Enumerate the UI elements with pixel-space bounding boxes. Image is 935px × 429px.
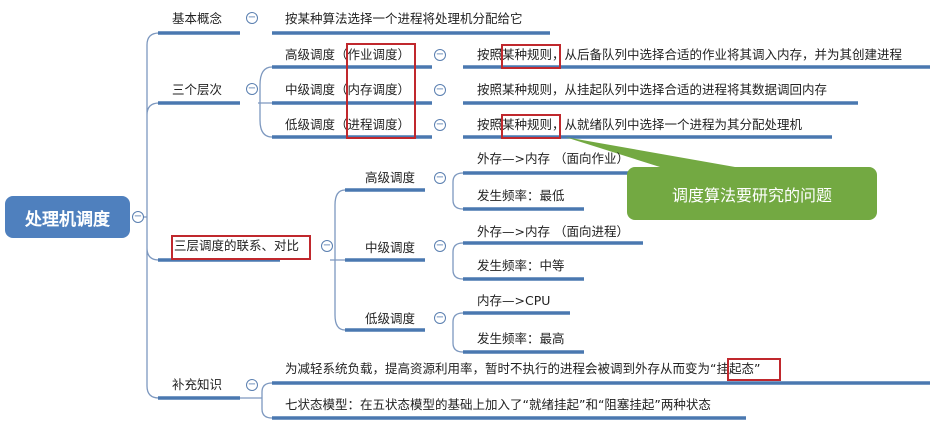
highlight-box bbox=[171, 235, 311, 260]
compare-high-b[interactable]: 发生频率：最低 bbox=[477, 188, 565, 203]
node-basic-desc[interactable]: 按某种算法选择一个进程将处理机分配给它 bbox=[285, 11, 523, 26]
node-extra[interactable]: 补充知识 bbox=[172, 377, 223, 392]
collapse-icon[interactable]: − bbox=[434, 172, 446, 184]
collapse-icon[interactable]: − bbox=[246, 12, 258, 24]
collapse-icon[interactable]: − bbox=[246, 83, 258, 95]
node-compare[interactable]: 三层调度的联系、对比 bbox=[174, 238, 300, 253]
collapse-icon[interactable]: − bbox=[246, 379, 258, 391]
node-basic[interactable]: 基本概念 bbox=[172, 11, 223, 26]
extra-item-1[interactable]: 为减轻系统负载，提高资源利用率，暂时不执行的进程会被调到外存从而变为“挂起态” bbox=[285, 361, 761, 376]
callout-note: 调度算法要研究的问题 bbox=[627, 167, 877, 220]
collapse-icon[interactable]: − bbox=[434, 84, 446, 96]
node-levels[interactable]: 三个层次 bbox=[172, 82, 223, 97]
highlight-box bbox=[727, 358, 781, 381]
collapse-icon[interactable]: − bbox=[321, 240, 333, 252]
root-node[interactable]: 处理机调度 bbox=[5, 196, 130, 238]
highlight-box bbox=[501, 114, 561, 139]
compare-low-a[interactable]: 内存—>CPU bbox=[477, 293, 551, 308]
node-mid-level-desc[interactable]: 按照某种规则，从挂起队列中选择合适的进程将其数据调回内存 bbox=[477, 82, 828, 97]
node-compare-mid[interactable]: 中级调度 bbox=[365, 240, 416, 255]
collapse-icon[interactable]: − bbox=[132, 211, 144, 223]
node-low-level-desc[interactable]: 按照某种规则，从就绪队列中选择一个进程为其分配处理机 bbox=[477, 117, 803, 132]
collapse-icon[interactable]: − bbox=[434, 119, 446, 131]
callout-pointer bbox=[565, 137, 735, 167]
collapse-icon[interactable]: − bbox=[434, 312, 446, 324]
node-compare-low[interactable]: 低级调度 bbox=[365, 311, 416, 326]
node-high-level-desc[interactable]: 按照某种规则，从后备队列中选择合适的作业将其调入内存，并为其创建进程 bbox=[477, 47, 903, 62]
node-compare-high[interactable]: 高级调度 bbox=[365, 170, 416, 185]
highlight-box bbox=[501, 44, 561, 69]
compare-low-b[interactable]: 发生频率：最高 bbox=[477, 331, 565, 346]
compare-mid-b[interactable]: 发生频率：中等 bbox=[477, 258, 565, 273]
collapse-icon[interactable]: − bbox=[434, 49, 446, 61]
extra-item-2[interactable]: 七状态模型：在五状态模型的基础上加入了“就绪挂起”和“阻塞挂起”两种状态 bbox=[285, 397, 711, 412]
compare-mid-a[interactable]: 外存—>内存 （面向进程） bbox=[477, 224, 629, 239]
compare-high-a[interactable]: 外存—>内存 （面向作业） bbox=[477, 151, 629, 166]
highlight-box bbox=[346, 43, 416, 139]
collapse-icon[interactable]: − bbox=[434, 240, 446, 252]
